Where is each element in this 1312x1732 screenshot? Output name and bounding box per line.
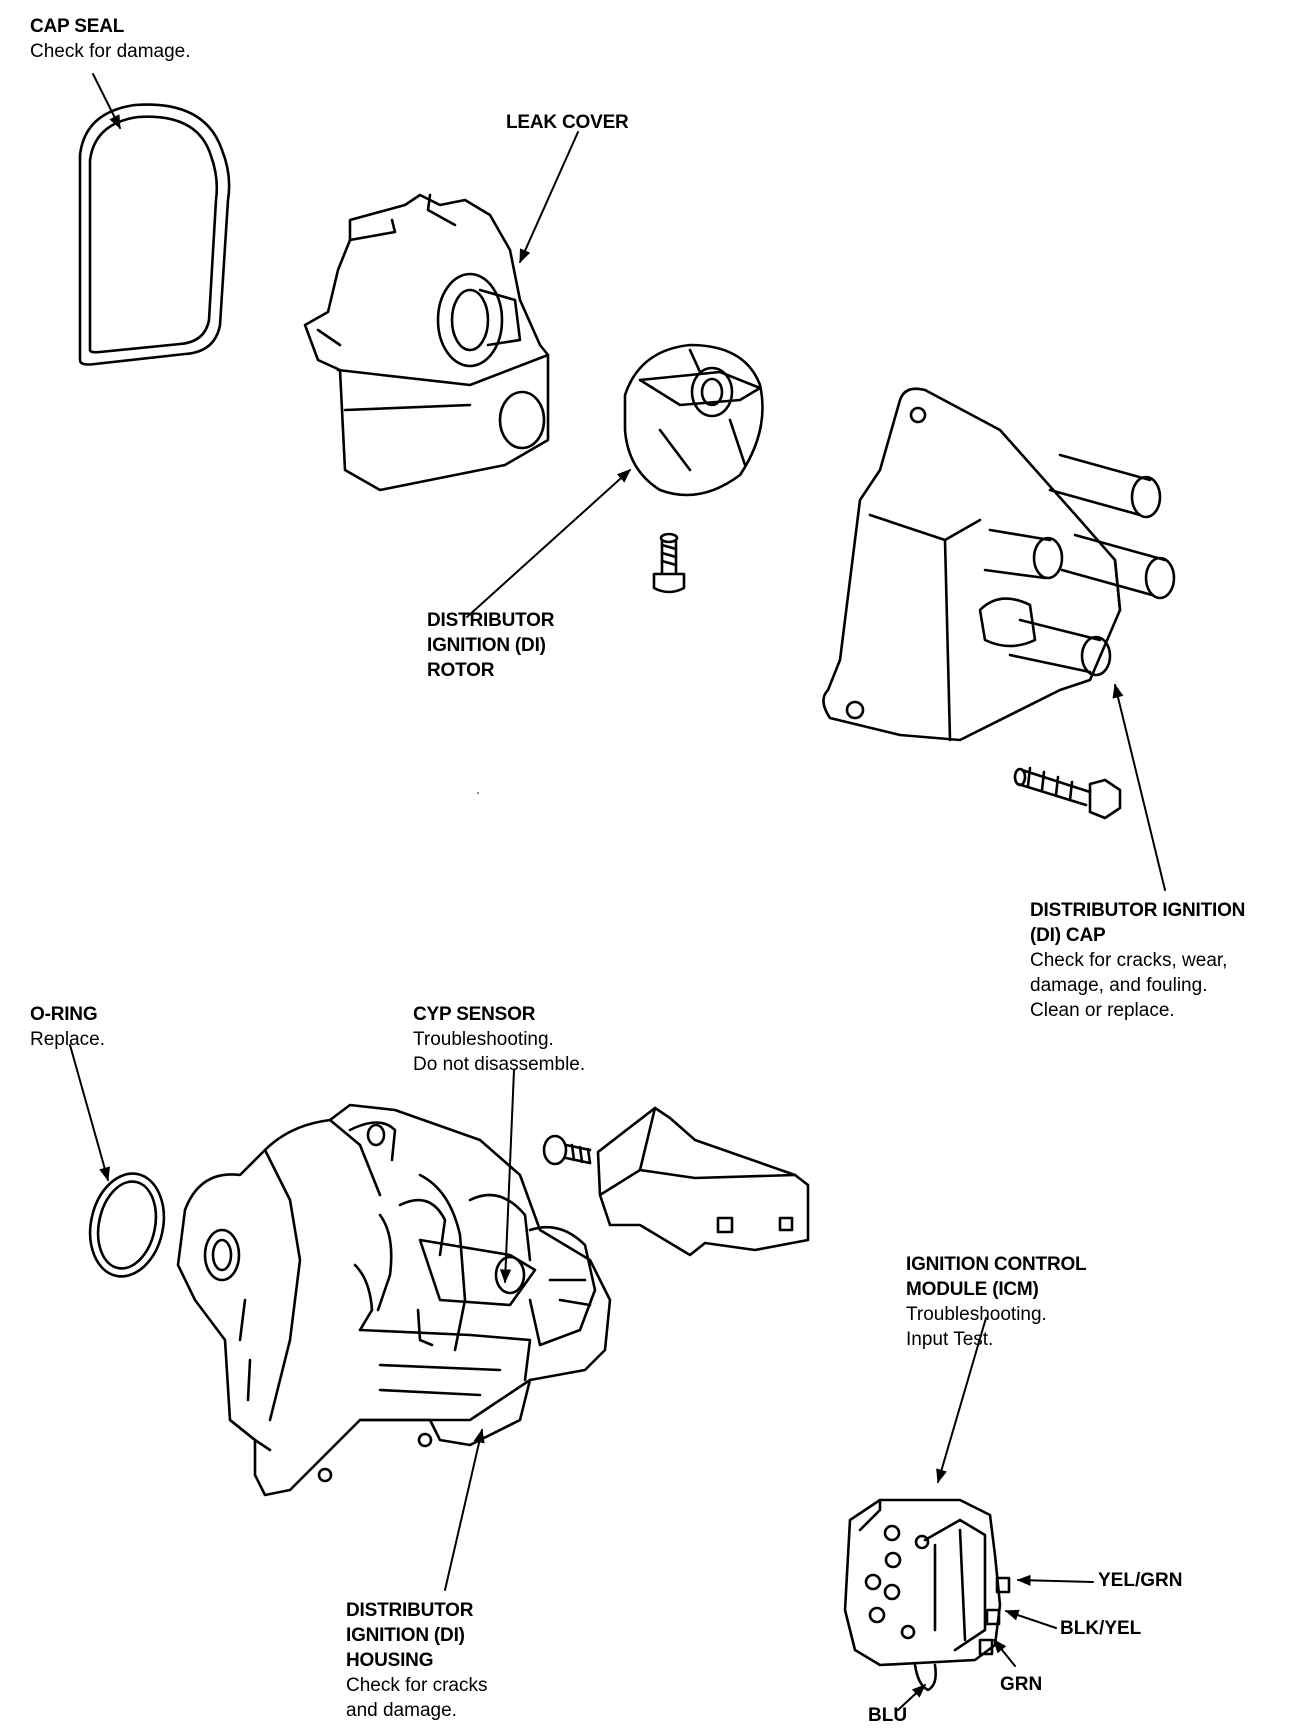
cap-tower [983, 528, 1064, 580]
wire-grn-label: GRN [1000, 1674, 1043, 1695]
cap-tower [1048, 453, 1162, 519]
distributor-housing-part [176, 1103, 612, 1497]
cap-seal-title: CAP SEAL [30, 16, 125, 37]
o-ring-title: O-RING [30, 1004, 98, 1025]
cap-seal-label: CAP SEAL Check for damage. [30, 14, 191, 64]
o-ring-note: Replace. [30, 1029, 105, 1050]
di-cap-title-line1: DISTRIBUTOR IGNITION [1030, 900, 1246, 921]
cyp-sensor-note-line2: Do not disassemble. [413, 1054, 586, 1075]
cap-seal-part [78, 103, 231, 366]
housing-note-line2: and damage. [346, 1700, 457, 1721]
di-cap-note-line2: damage, and fouling. [1030, 975, 1208, 996]
rotor-screw [652, 532, 686, 594]
rotor-title-line2: IGNITION (DI) [427, 635, 546, 656]
wire-blk-yel-label: BLK/YEL [1060, 1618, 1142, 1639]
housing-title-line1: DISTRIBUTOR [346, 1600, 474, 1621]
icm-note-line2: Input Test. [906, 1329, 994, 1350]
di-cap-note-line1: Check for cracks, wear, [1030, 950, 1228, 971]
rotor-title-line3: ROTOR [427, 660, 495, 681]
rotor-title-line1: DISTRIBUTOR [427, 610, 555, 631]
cyp-sensor-note-line1: Troubleshooting. [413, 1029, 554, 1050]
scan-dot [477, 792, 479, 794]
icm-title-line2: MODULE (ICM) [906, 1279, 1039, 1300]
cap-tower [1060, 533, 1176, 600]
leak-cover-part [303, 193, 550, 492]
di-cap-title-line2: (DI) CAP [1030, 925, 1106, 946]
di-cap-note-line3: Clean or replace. [1030, 1000, 1175, 1021]
bracket-screw [542, 1134, 592, 1166]
bracket-part [596, 1106, 810, 1257]
icm-part [843, 1498, 1011, 1692]
rotor-part [623, 343, 764, 497]
housing-title-line2: IGNITION (DI) [346, 1625, 465, 1646]
housing-note-line1: Check for cracks [346, 1675, 488, 1696]
di-cap-label: DISTRIBUTOR IGNITION (DI) CAP Check for … [1030, 898, 1245, 1023]
icm-title-line1: IGNITION CONTROL [906, 1254, 1087, 1275]
leak-cover-title: LEAK COVER [506, 112, 629, 133]
cap-bolt [1013, 766, 1122, 820]
cyp-sensor-label: CYP SENSOR Troubleshooting. Do not disas… [413, 1002, 585, 1077]
o-ring-part [88, 1172, 166, 1278]
leader-lines [69, 73, 1166, 1711]
rotor-label: DISTRIBUTOR IGNITION (DI) ROTOR [427, 608, 554, 683]
cyp-sensor-title: CYP SENSOR [413, 1004, 536, 1025]
wire-blu-label: BLU [868, 1705, 908, 1726]
housing-label: DISTRIBUTOR IGNITION (DI) HOUSING Check … [346, 1598, 487, 1723]
o-ring-label: O-RING Replace. [30, 1002, 105, 1052]
housing-title-line3: HOUSING [346, 1650, 434, 1671]
cap-seal-note: Check for damage. [30, 41, 191, 62]
icm-note-line1: Troubleshooting. [906, 1304, 1047, 1325]
distributor-cap-part [822, 387, 1176, 742]
icm-label: IGNITION CONTROL MODULE (ICM) Troublesho… [906, 1252, 1087, 1352]
wire-yel-grn-label: YEL/GRN [1098, 1570, 1183, 1591]
leak-cover-label: LEAK COVER [506, 110, 629, 135]
